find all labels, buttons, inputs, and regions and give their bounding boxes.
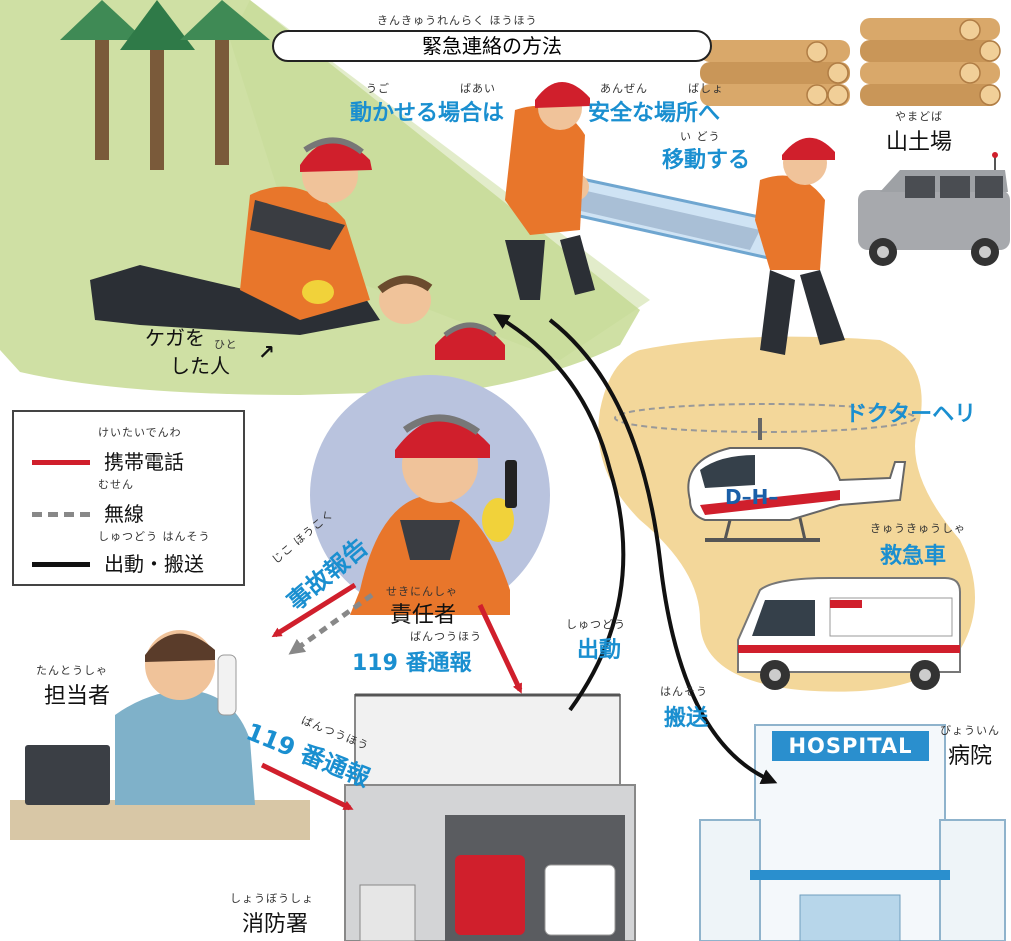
transport-ruby: はんそう [660, 685, 708, 698]
fire-station-ruby: しょうぼうしょ [230, 892, 314, 905]
radio-line [288, 592, 374, 655]
legend-label-phone: 携帯電話 [104, 450, 184, 474]
doctor-helicopter [614, 403, 916, 542]
yamadoba-ruby: やまどば [895, 110, 943, 123]
injured-arrow: ↗ [258, 340, 275, 364]
hospital-sign: HOSPITAL [772, 731, 929, 761]
stretcher-team [505, 81, 845, 355]
person-at-desk [10, 630, 310, 840]
call119-top-label: 119 番通報 [352, 651, 472, 676]
rescuer-cpr [90, 137, 433, 335]
move-caption-line1a: 動かせる場合は [350, 101, 505, 126]
legend-label-radio: 無線 [104, 502, 144, 526]
manager-ruby: せきにんしゃ [386, 585, 458, 598]
transport-label: 搬送 [664, 706, 709, 731]
dispatch-ruby: しゅつどう [566, 618, 626, 631]
legend-ruby-dispatch: しゅつどう はんそう [98, 530, 211, 543]
fire-station-label: 消防署 [242, 912, 309, 937]
transport-line [548, 318, 778, 785]
hospital-label: 病院 [948, 744, 993, 769]
injured-line2: した人 [170, 354, 230, 378]
fire-station [344, 693, 636, 941]
log-pile [700, 18, 1001, 106]
page-title: 緊急連絡の方法 [272, 30, 712, 62]
yamadoba-label: 山土場 [886, 130, 953, 155]
legend: けいたいでんわ 携帯電話 むせん 無線 しゅつどう はんそう 出動・搬送 [12, 410, 245, 586]
doctor-heli-label: ドクターヘリ [845, 402, 977, 427]
person-in-charge-label: 担当者 [44, 684, 111, 709]
person-in-charge-ruby: たんとうしゃ [36, 664, 108, 677]
ambulance-ruby: きゅうきゅうしゃ [870, 522, 966, 535]
move-ruby-basho: ばしょ [688, 82, 724, 95]
manager-label: 責任者 [390, 603, 457, 628]
phone-line-119-top [477, 603, 523, 694]
move-ruby-ugo: うご [366, 82, 390, 95]
legend-swatch-radio [32, 512, 90, 517]
injured-ruby: ひと [214, 338, 238, 351]
injured-line1: ケガを [145, 326, 205, 350]
move-ruby-anzen: あんぜん [600, 82, 648, 95]
call119-top-ruby: ばんつうほう [410, 630, 482, 643]
legend-label-dispatch: 出動・搬送 [104, 552, 204, 576]
legend-swatch-dispatch [32, 562, 90, 567]
dispatch-label: 出動 [577, 638, 622, 663]
move-caption-line2: 移動する [662, 148, 751, 173]
hospital-building [699, 724, 1006, 941]
manager-portrait [310, 375, 550, 615]
move-caption-line1b: 安全な場所へ [588, 101, 721, 126]
title-ruby: きんきゅうれんらく ほうほう [377, 14, 538, 27]
light-van [858, 152, 1010, 266]
legend-swatch-phone [32, 460, 90, 465]
legend-ruby-radio: むせん [98, 478, 134, 491]
hospital-ruby: びょういん [940, 724, 1000, 737]
move-ruby-idou: い どう [680, 130, 721, 143]
dropped-helmet [435, 322, 505, 360]
phone-line-report [271, 582, 357, 638]
move-ruby-baai: ばあい [460, 82, 496, 95]
ambulance [737, 577, 961, 690]
phone-line-119-left [260, 762, 354, 811]
legend-ruby-phone: けいたいでんわ [98, 426, 182, 439]
dispatch-line [493, 313, 626, 712]
heli-marking: D–H– [725, 485, 779, 509]
ambulance-label: 救急車 [880, 544, 947, 569]
tree-group [60, 0, 270, 170]
